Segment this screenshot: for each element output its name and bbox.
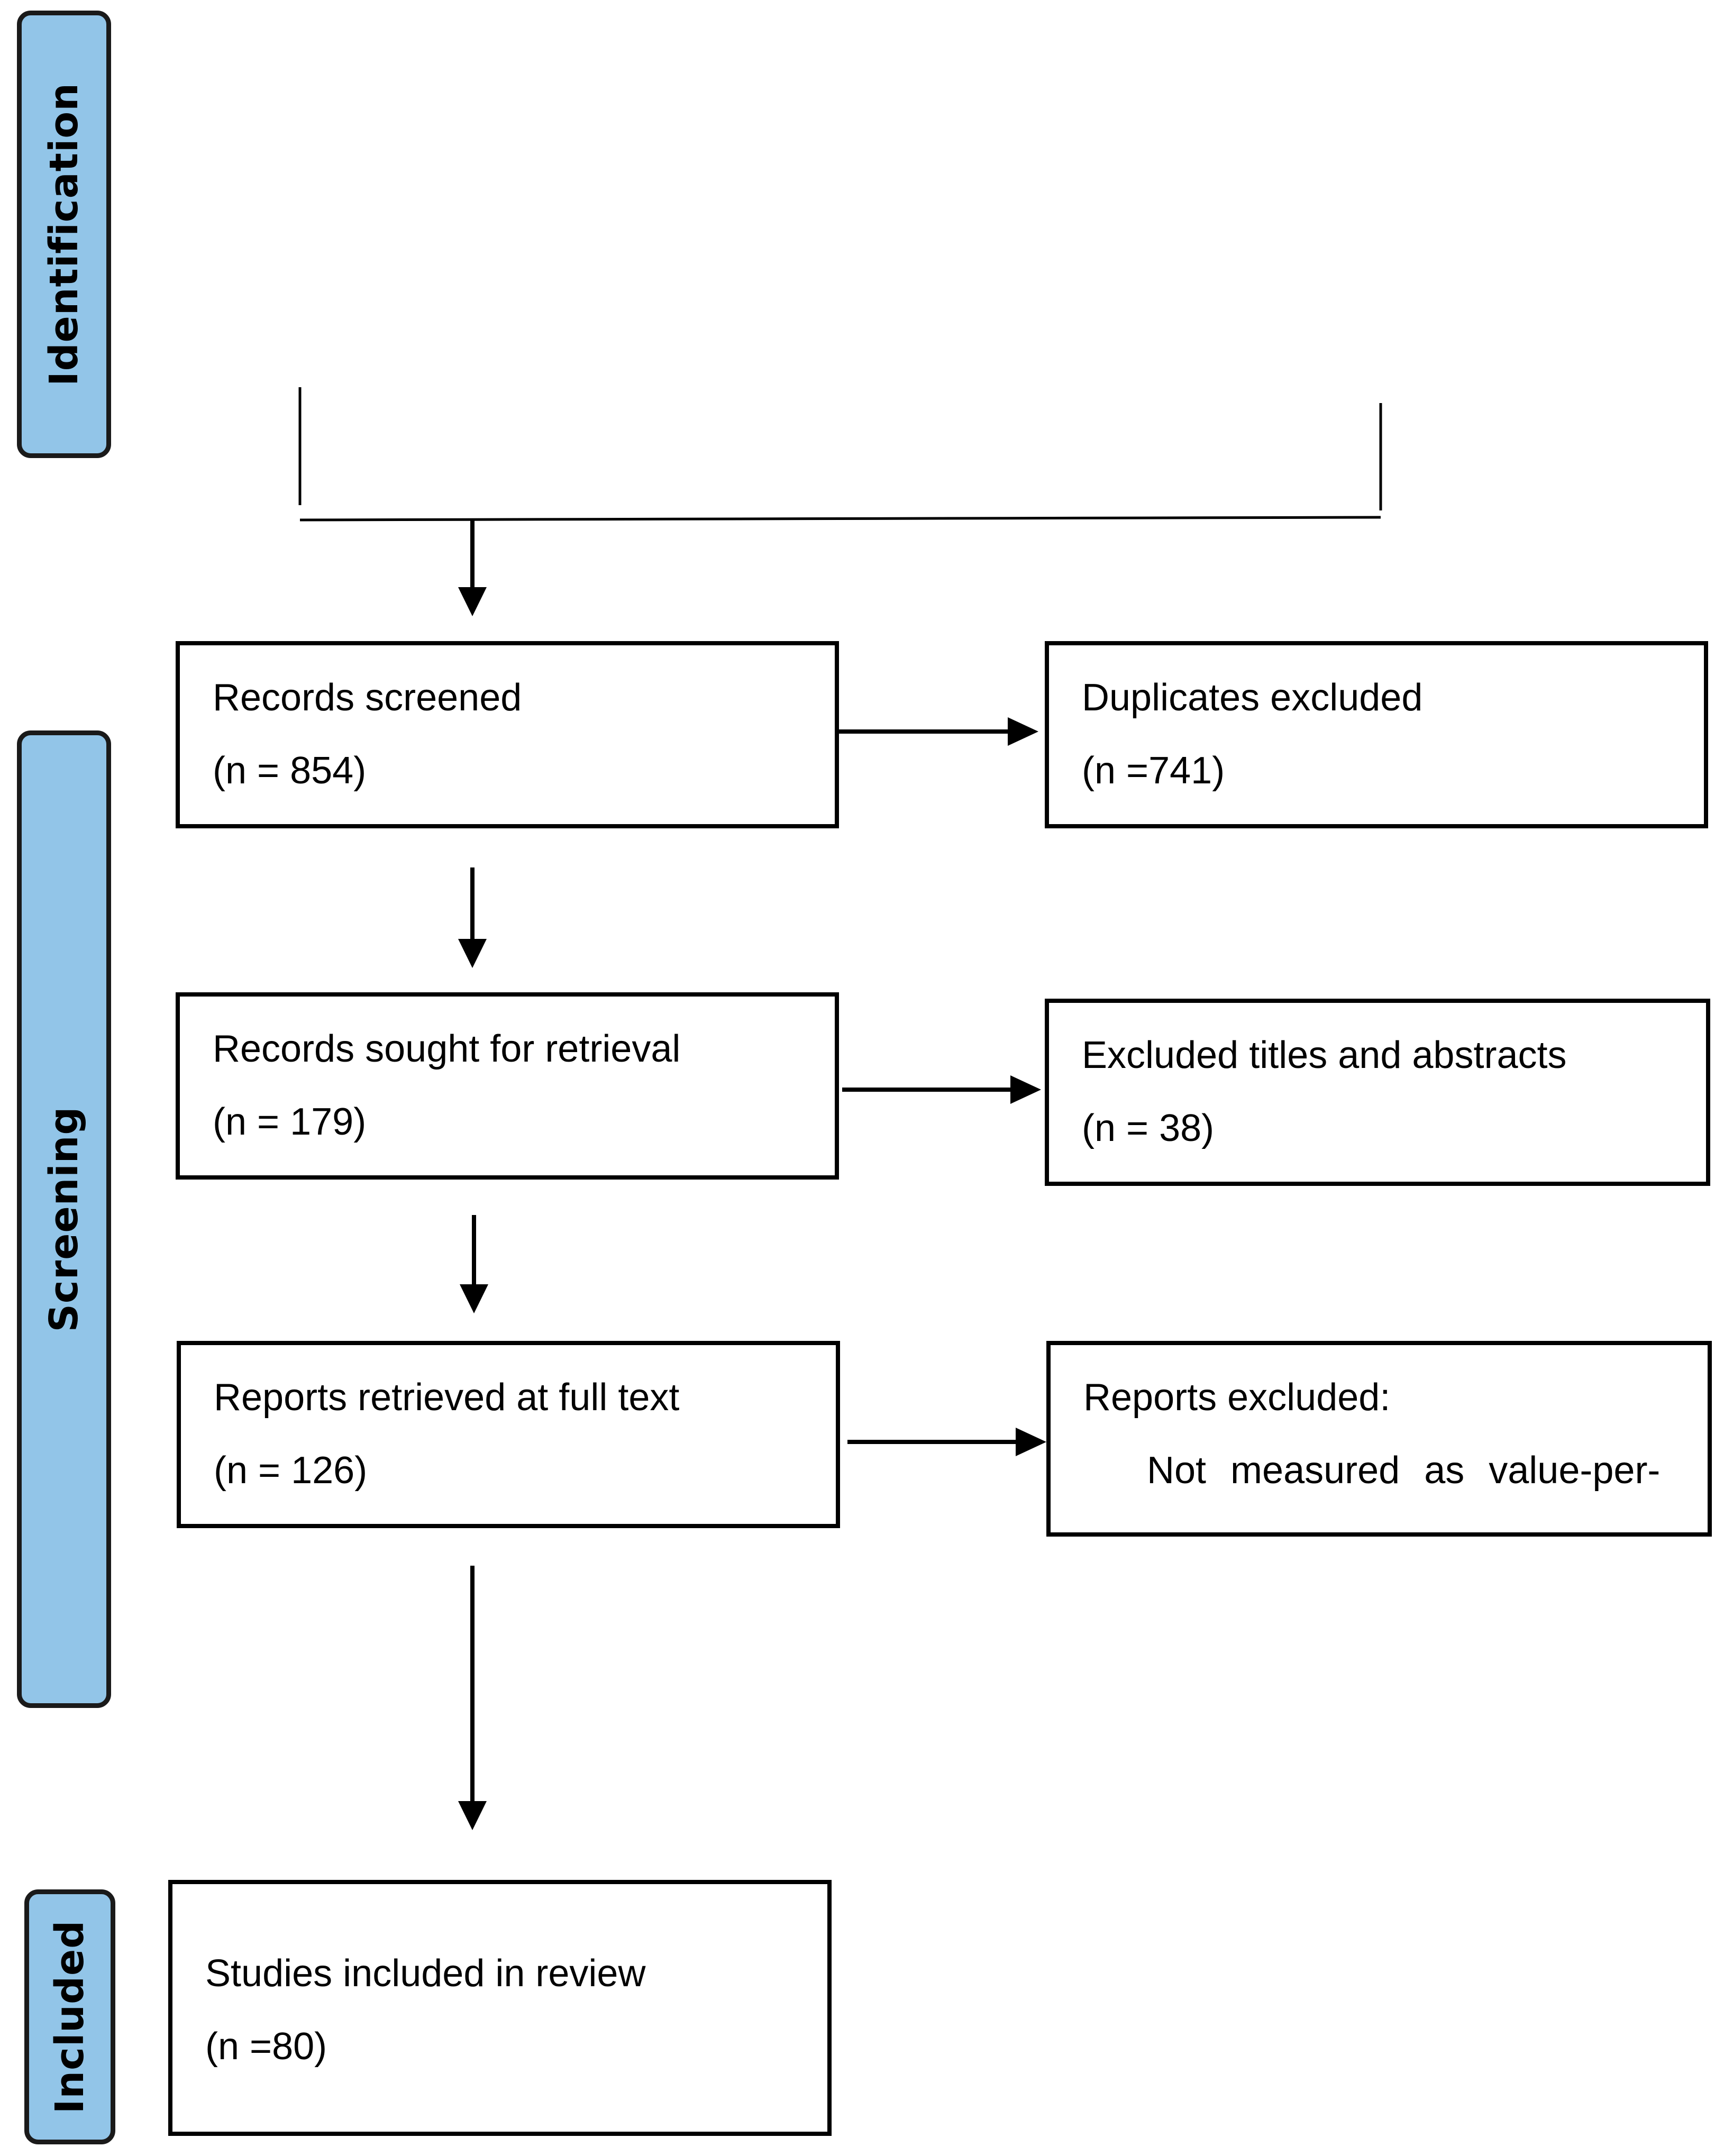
reports-excluded-box: Reports excluded: Not measured as value-… [1046, 1341, 1712, 1537]
duplicates-excluded-title: Duplicates excluded [1082, 677, 1423, 719]
arrow-to-records-sought [458, 867, 487, 968]
arrow-to-excluded-titles [842, 1075, 1041, 1104]
arrow-to-records-screened [458, 520, 487, 616]
phase-screening: Screening [17, 730, 111, 1708]
records-screened-title: Records screened [213, 677, 522, 719]
phase-included: Included [24, 1889, 115, 2144]
reports-retrieved-count: (n = 126) [214, 1449, 368, 1492]
records-sought-box: Records sought for retrieval (n = 179) [176, 992, 839, 1180]
reports-retrieved-title: Reports retrieved at full text [214, 1376, 680, 1419]
arrow-to-studies-included [458, 1566, 487, 1830]
records-screened-box: Records screened (n = 854) [176, 641, 839, 828]
arrow-to-duplicates-excluded [837, 717, 1038, 746]
excluded-titles-title: Excluded titles and abstracts [1082, 1034, 1567, 1076]
studies-included-title: Studies included in review [205, 1952, 646, 1995]
duplicates-excluded-box: Duplicates excluded (n =741) [1045, 641, 1708, 828]
duplicates-excluded-count: (n =741) [1082, 750, 1225, 792]
reports-excluded-title: Reports excluded: [1083, 1376, 1391, 1419]
studies-included-count: (n =80) [205, 2025, 327, 2068]
records-sought-count: (n = 179) [213, 1101, 367, 1143]
excluded-titles-count: (n = 38) [1082, 1107, 1215, 1149]
records-sought-title: Records sought for retrieval [213, 1028, 681, 1070]
bracket-bottom-line [299, 516, 1381, 522]
excluded-titles-box: Excluded titles and abstracts (n = 38) [1045, 999, 1710, 1186]
phase-identification: Identification [17, 11, 111, 458]
reports-excluded-detail: Not measured as value-per- [1147, 1449, 1661, 1492]
reports-retrieved-box: Reports retrieved at full text (n = 126) [177, 1341, 840, 1528]
studies-included-box: Studies included in review (n =80) [168, 1880, 832, 2136]
records-screened-count: (n = 854) [213, 750, 367, 792]
arrow-to-reports-retrieved [460, 1215, 488, 1313]
arrow-to-reports-excluded [847, 1428, 1046, 1456]
